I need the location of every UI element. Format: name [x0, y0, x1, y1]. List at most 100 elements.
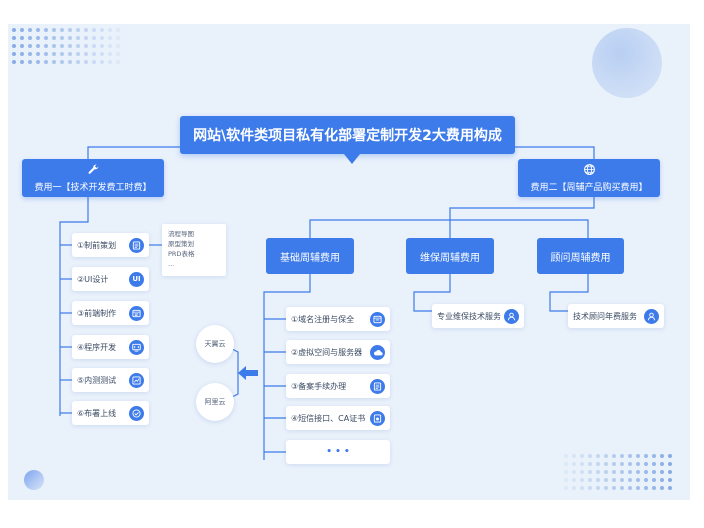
- decorative-dot: [28, 28, 32, 32]
- decorative-dot: [84, 28, 88, 32]
- decorative-dot: [60, 44, 64, 48]
- decorative-dot: [588, 454, 592, 458]
- decorative-dot: [60, 52, 64, 56]
- decorative-dot: [92, 52, 96, 56]
- decorative-dot: [580, 486, 584, 490]
- decorative-dot: [92, 44, 96, 48]
- decorative-dot: [588, 470, 592, 474]
- item-label: ①制前策划: [77, 240, 117, 250]
- maintenance-item: 专业维保技术服务: [432, 304, 524, 328]
- decorative-dot: [636, 478, 640, 482]
- diagram-title: 网站\软件类项目私有化部署定制开发2大费用构成: [180, 116, 515, 154]
- certificate-icon: [370, 410, 385, 426]
- decorative-dot: [20, 52, 24, 56]
- decorative-dot: [580, 454, 584, 458]
- decorative-circle-small: [24, 470, 44, 490]
- window-icon: [129, 305, 144, 321]
- decorative-dot: [116, 44, 120, 48]
- window-icon: [370, 311, 385, 327]
- decorative-dot: [12, 28, 16, 32]
- decorative-dot: [20, 60, 24, 64]
- check-icon: [129, 405, 144, 421]
- decorative-dot: [580, 462, 584, 466]
- decorative-dot: [668, 470, 672, 474]
- person-icon: [644, 308, 659, 324]
- decorative-dot: [612, 454, 616, 458]
- decorative-dot: [644, 462, 648, 466]
- decorative-dot: [636, 486, 640, 490]
- decorative-dot: [52, 52, 56, 56]
- decorative-dot: [116, 36, 120, 40]
- decorative-dot: [572, 454, 576, 458]
- decorative-dot: [44, 52, 48, 56]
- decorative-dot: [68, 44, 72, 48]
- dev-item-deploy: ⑥布署上线: [72, 401, 149, 425]
- decorative-dot: [84, 52, 88, 56]
- decorative-dot: [652, 478, 656, 482]
- decorative-dot: [44, 28, 48, 32]
- decorative-dot: [44, 44, 48, 48]
- decorative-dot: [580, 470, 584, 474]
- decorative-dot: [668, 462, 672, 466]
- basic-item-server: ②虚拟空间与服务器: [286, 340, 390, 364]
- document-icon: [370, 378, 385, 394]
- decorative-dot: [76, 60, 80, 64]
- decorative-dot: [572, 462, 576, 466]
- decorative-dot: [44, 60, 48, 64]
- decorative-dot: [580, 478, 584, 482]
- decorative-dot: [28, 60, 32, 64]
- item-label: 技术顾问年费服务: [573, 311, 637, 321]
- subcategory-consulting: 顾问周辅费用: [537, 238, 624, 274]
- decorative-dot: [612, 486, 616, 490]
- decorative-dot: [44, 36, 48, 40]
- subcategory-maintenance: 维保周辅费用: [406, 238, 494, 274]
- title-pointer: [344, 154, 360, 164]
- decorative-dot: [652, 454, 656, 458]
- decorative-dot: [644, 470, 648, 474]
- decorative-dot: [596, 478, 600, 482]
- decorative-dot: [652, 486, 656, 490]
- decorative-dot: [604, 462, 608, 466]
- decorative-dot: [620, 470, 624, 474]
- item-label: ③前端制作: [77, 308, 117, 318]
- document-icon: [129, 237, 144, 253]
- decorative-dot: [20, 44, 24, 48]
- decorative-dot: [100, 52, 104, 56]
- decorative-dot: [12, 44, 16, 48]
- item-label: ⑤内测测试: [77, 375, 117, 385]
- decorative-dot: [564, 470, 568, 474]
- note-line: 原型策划: [168, 240, 194, 248]
- globe-icon: [583, 163, 596, 177]
- consulting-item: 技术顾问年费服务: [568, 304, 664, 328]
- decorative-dot: [596, 470, 600, 474]
- decorative-dot: [116, 60, 120, 64]
- decorative-dot: [612, 462, 616, 466]
- decorative-dot: [20, 28, 24, 32]
- decorative-dot: [652, 470, 656, 474]
- category-product-cost: 费用二【周辅产品购买费用】: [518, 159, 660, 197]
- decorative-dot: [100, 36, 104, 40]
- decorative-dots-top-left: [12, 28, 124, 68]
- decorative-dot: [84, 60, 88, 64]
- item-label: 专业维保技术服务: [437, 311, 501, 321]
- basic-item-sms-ca: ④短信接口、CA证书: [286, 406, 390, 430]
- decorative-dot: [28, 44, 32, 48]
- item-label: ④短信接口、CA证书: [291, 413, 366, 423]
- decorative-dot: [588, 478, 592, 482]
- decorative-dot: [644, 486, 648, 490]
- decorative-dot: [668, 454, 672, 458]
- subcategory-basic: 基础周辅费用: [266, 238, 354, 274]
- decorative-dot: [92, 28, 96, 32]
- code-icon: [129, 339, 144, 355]
- dev-item-planning: ①制前策划: [72, 233, 149, 257]
- decorative-dot: [36, 52, 40, 56]
- cloud-provider-tianyi: 天翼云: [196, 325, 234, 363]
- decorative-dot: [604, 470, 608, 474]
- decorative-dot: [36, 44, 40, 48]
- decorative-dot: [100, 44, 104, 48]
- decorative-dot: [668, 486, 672, 490]
- decorative-dot: [84, 44, 88, 48]
- note-line: ...: [168, 260, 175, 268]
- decorative-dot: [108, 60, 112, 64]
- decorative-dot: [564, 454, 568, 458]
